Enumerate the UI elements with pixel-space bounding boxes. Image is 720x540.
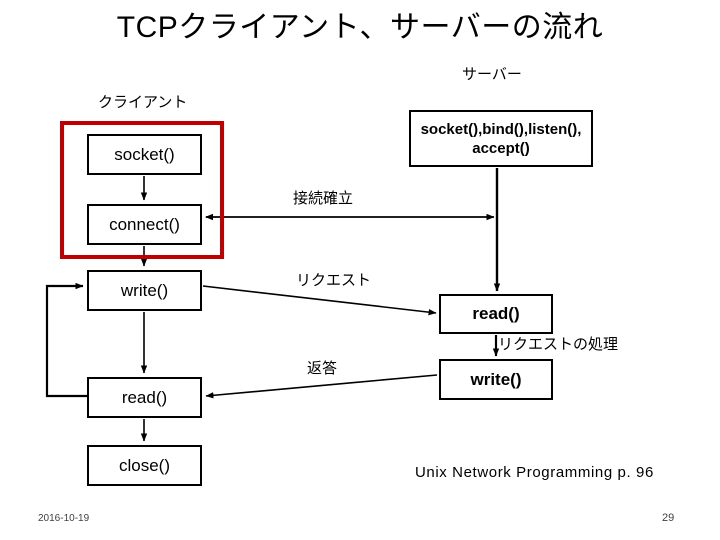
source-credit: Unix Network Programming p. 96 (415, 464, 654, 481)
client-column-label: クライアント (98, 94, 188, 111)
client-box-close[interactable]: close() (87, 445, 202, 486)
footer-page-number: 29 (662, 512, 675, 524)
highlight-rectangle (60, 121, 224, 259)
flow-label-response: 返答 (307, 360, 338, 377)
response-arrow (205, 374, 438, 399)
server-box-read[interactable]: read() (439, 294, 553, 334)
client-box-read[interactable]: read() (87, 377, 202, 418)
flow-label-establish: 接続確立 (293, 190, 354, 207)
client-box-socket[interactable]: socket() (87, 134, 202, 175)
server-box-write[interactable]: write() (439, 359, 553, 400)
footer-date: 2016-10-19 (38, 513, 90, 524)
flow-label-request: リクエスト (296, 272, 372, 289)
client-loop-back-arrow (45, 282, 87, 398)
server-column-label: サーバー (462, 66, 522, 83)
server-box-init[interactable]: socket(),bind(),listen(), accept() (409, 110, 593, 167)
client-box-connect[interactable]: connect() (87, 204, 202, 245)
request-arrow (202, 285, 437, 316)
client-box-write[interactable]: write() (87, 270, 202, 311)
flow-label-processing: リクエストの処理 (498, 336, 619, 353)
page-title: TCPクライアント、サーバーの流れ (116, 11, 604, 44)
